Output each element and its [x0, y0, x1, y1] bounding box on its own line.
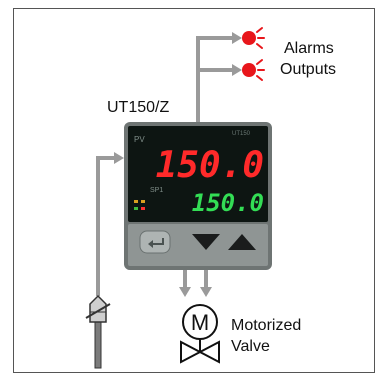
status-leds: [134, 200, 145, 210]
outputs-label: Outputs: [280, 61, 337, 78]
sensor-input-arrow: [114, 152, 124, 164]
output-lamp-icon: [242, 59, 265, 81]
output-arrows: [232, 32, 242, 76]
temperature-sensor-icon: [85, 294, 111, 369]
sensor-wiring: [96, 156, 114, 296]
enter-key[interactable]: [139, 230, 171, 254]
pv-tag: PV: [134, 135, 145, 144]
valve-arrows: [179, 287, 212, 297]
valve-label-line1: Motorized: [231, 317, 302, 334]
brand-text: UT150: [232, 131, 251, 137]
up-key[interactable]: [228, 234, 256, 250]
down-key[interactable]: [192, 234, 220, 250]
valve-label-line2: Valve: [231, 338, 270, 355]
alarms-label: Alarms: [284, 40, 334, 57]
alarm-lamp-icon: [242, 27, 265, 49]
valve-wiring: [183, 270, 208, 287]
controller-display: [128, 126, 268, 222]
motorized-valve-icon: M: [180, 304, 220, 364]
motor-symbol: M: [191, 310, 209, 335]
sp-display-value: 150.0: [192, 189, 264, 217]
enter-icon: [150, 238, 164, 245]
controller-unit: PV UT150 150.0 SP1 150.0: [124, 122, 272, 270]
output-wiring: [196, 36, 232, 122]
sp-tag: SP1: [150, 187, 163, 194]
model-label: UT150/Z: [107, 99, 170, 116]
pv-display-value: 150.0: [156, 145, 264, 186]
